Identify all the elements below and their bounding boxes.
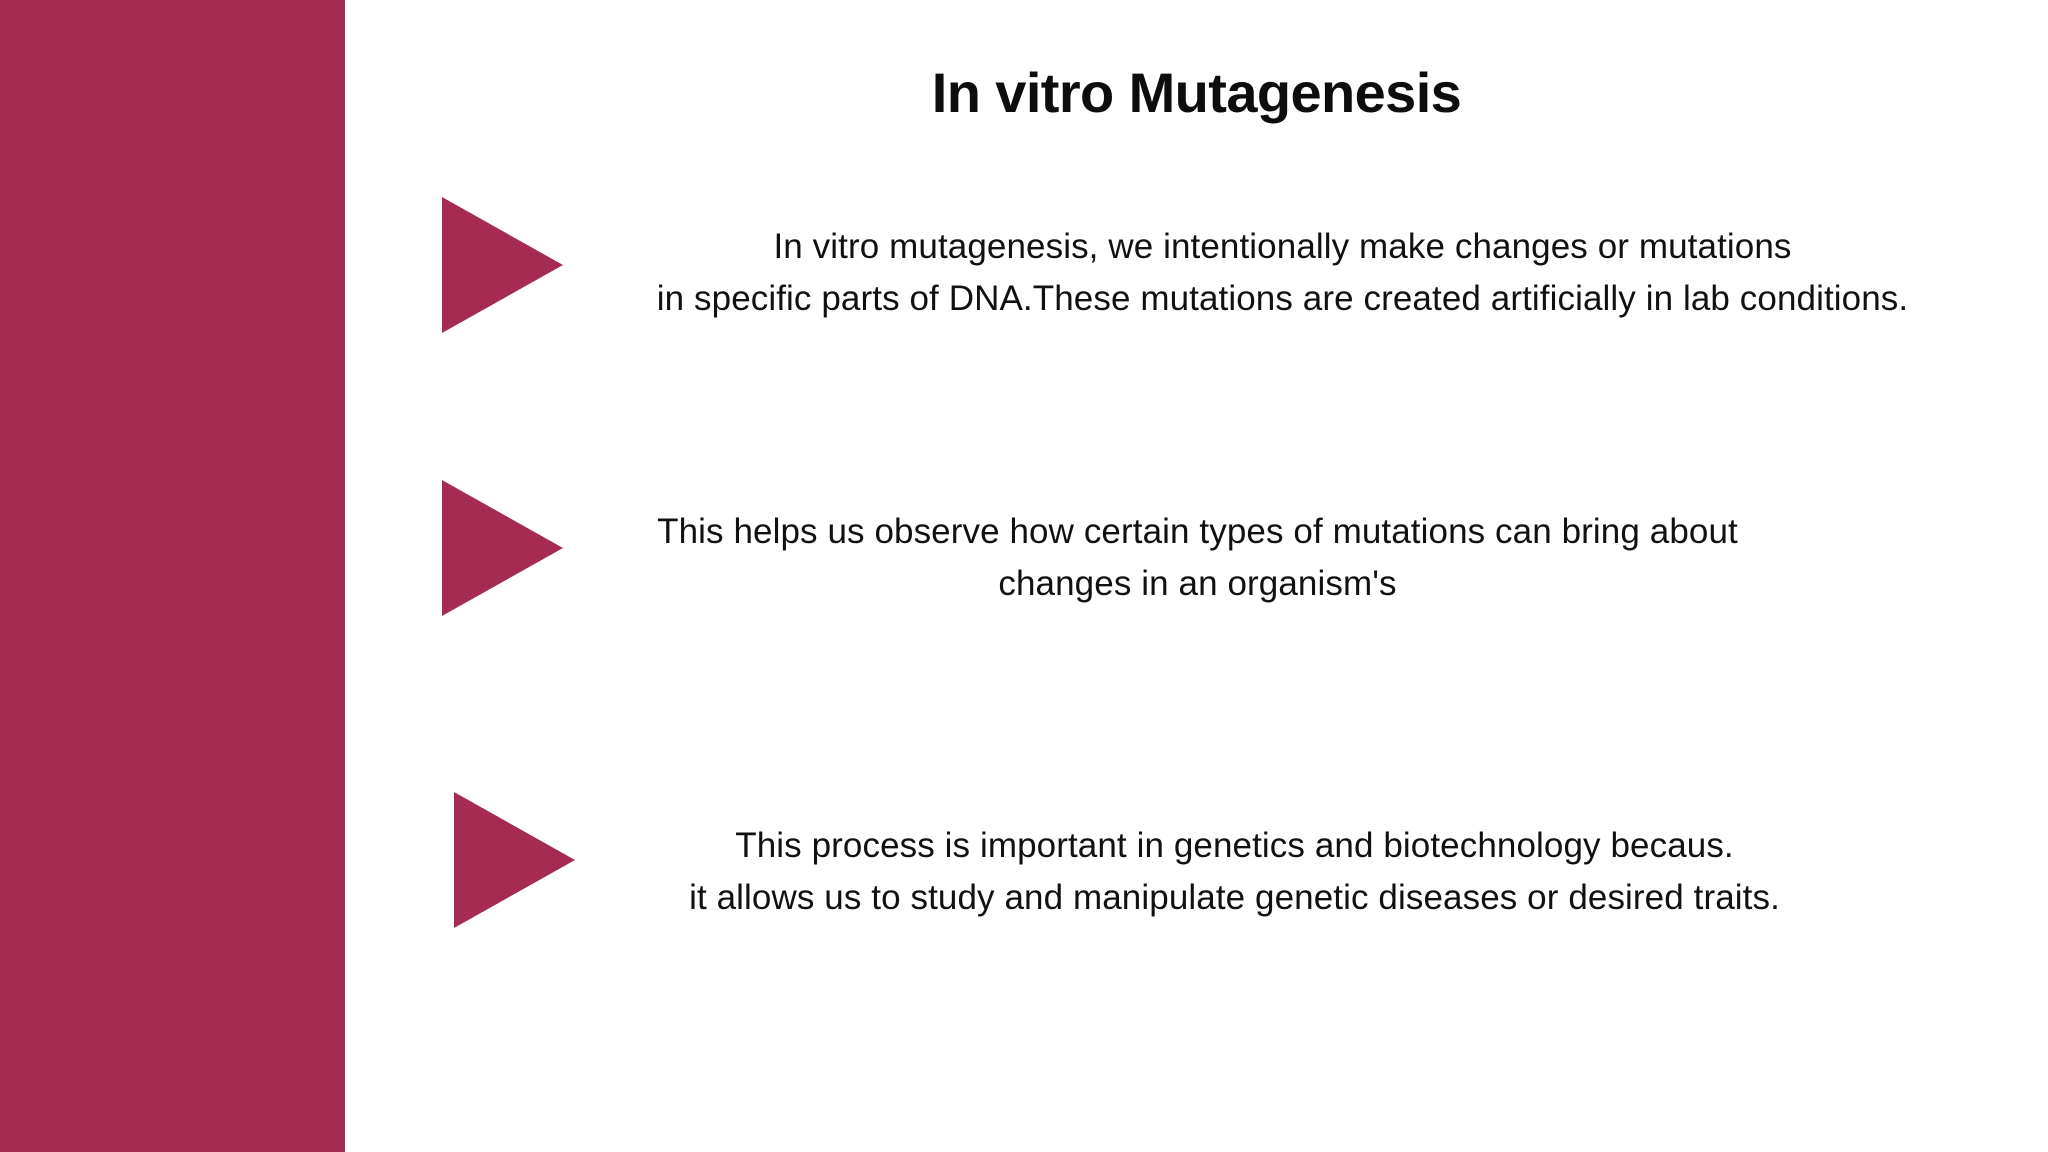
triangle-right-icon	[452, 790, 577, 930]
bullet-text-line: it allows us to study and manipulate gen…	[689, 877, 1780, 917]
bullet-item: This helps us observe how certain types …	[440, 478, 1830, 618]
page-title: In vitro Mutagenesis	[931, 61, 1462, 124]
bullet-item: In vitro mutagenesis, we intentionally m…	[440, 195, 2000, 335]
left-accent-bar	[0, 0, 345, 1152]
bullet-text: In vitro mutagenesis, we intentionally m…	[565, 195, 2000, 325]
bullet-text-line: This process is important in genetics an…	[735, 826, 1734, 865]
bullet-text: This helps us observe how certain types …	[565, 478, 1830, 610]
triangle-right-icon	[440, 478, 565, 618]
bullet-text-line: changes in an organism's	[998, 563, 1397, 603]
triangle-right-icon	[440, 195, 565, 335]
bullet-text-line: In vitro mutagenesis, we intentionally m…	[773, 227, 1792, 266]
bullet-text-line: This helps us observe how certain types …	[657, 512, 1738, 551]
bullet-item: This process is important in genetics an…	[452, 790, 1892, 930]
bullet-text-line: in specific parts of DNA.These mutations…	[656, 278, 1909, 318]
bullet-text: This process is important in genetics an…	[577, 790, 1892, 924]
